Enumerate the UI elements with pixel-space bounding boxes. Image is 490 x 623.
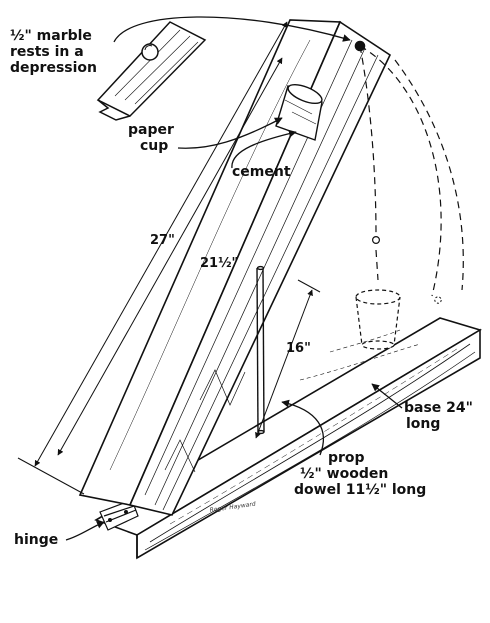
label-hinge: hinge bbox=[14, 532, 58, 548]
leader-lines bbox=[65, 16, 403, 541]
label-marble-2: rests in a bbox=[10, 44, 84, 60]
label-prop-1: prop bbox=[328, 450, 365, 466]
paper-cup bbox=[275, 83, 323, 141]
label-paper-cup-1: paper bbox=[128, 122, 174, 138]
dimension-21-half: 21½" bbox=[200, 256, 238, 271]
dimension-27: 27" bbox=[150, 233, 175, 248]
labels: ½" marble rests in a depression paper cu… bbox=[10, 28, 473, 548]
marble-shadow bbox=[434, 296, 442, 304]
falling-marble bbox=[372, 236, 381, 245]
label-cement: cement bbox=[232, 164, 291, 180]
hinge bbox=[99, 499, 139, 531]
landing-cup bbox=[355, 289, 401, 350]
label-prop-3: dowel 11½" long bbox=[294, 482, 426, 498]
label-marble-3: depression bbox=[10, 60, 97, 76]
label-paper-cup-2: cup bbox=[140, 138, 168, 154]
label-marble-1: ½" marble bbox=[10, 28, 92, 44]
label-base-2: long bbox=[406, 416, 440, 432]
dimension-lines bbox=[17, 21, 321, 495]
marble-trajectory bbox=[359, 45, 464, 297]
dimension-16: 16" bbox=[286, 341, 311, 356]
marble-inset bbox=[96, 21, 207, 121]
label-base-1: base 24" bbox=[404, 400, 473, 416]
label-prop-2: ½" wooden bbox=[300, 466, 388, 482]
